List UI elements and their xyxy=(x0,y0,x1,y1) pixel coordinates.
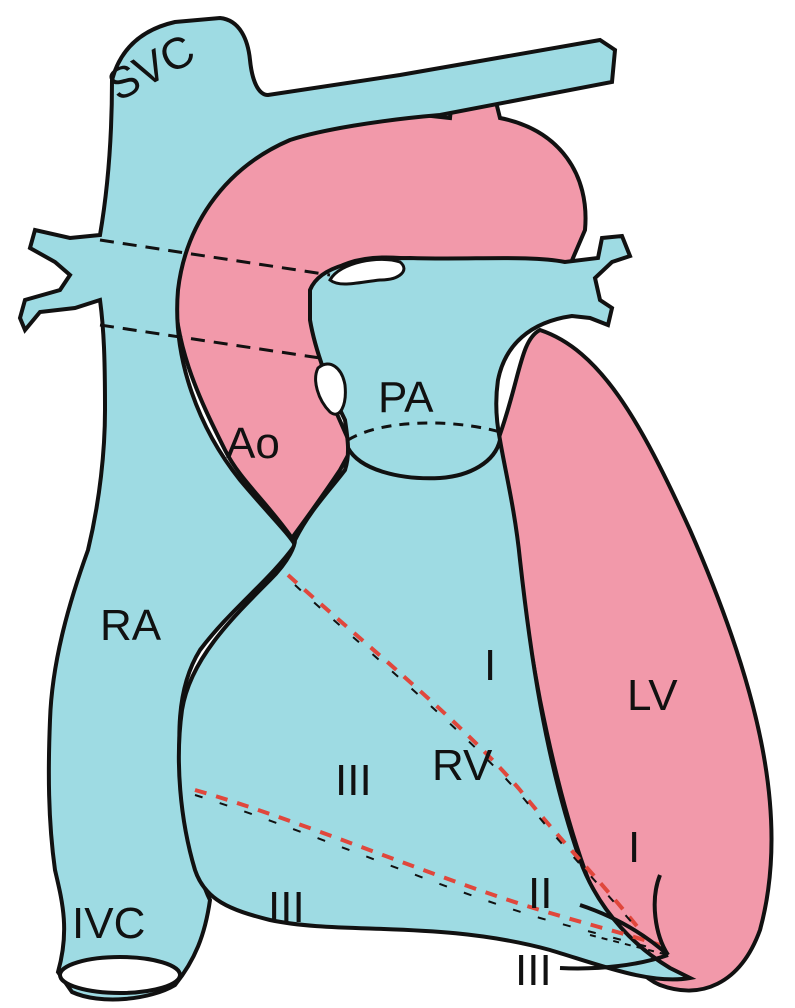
label-ivc: IVC xyxy=(72,899,145,948)
label-iii-apex: III xyxy=(515,946,552,995)
label-ii-apex: II xyxy=(528,869,552,918)
label-iii-lower: III xyxy=(268,883,305,932)
label-lv: LV xyxy=(627,671,678,720)
label-pa: PA xyxy=(378,373,434,422)
label-ra: RA xyxy=(100,601,162,650)
label-iii-mid: III xyxy=(335,756,372,805)
label-i-upper: I xyxy=(484,641,496,690)
label-i-apex: I xyxy=(628,823,640,872)
label-rv: RV xyxy=(432,741,493,790)
label-ao: Ao xyxy=(226,419,280,468)
ivc-opening xyxy=(60,957,180,993)
